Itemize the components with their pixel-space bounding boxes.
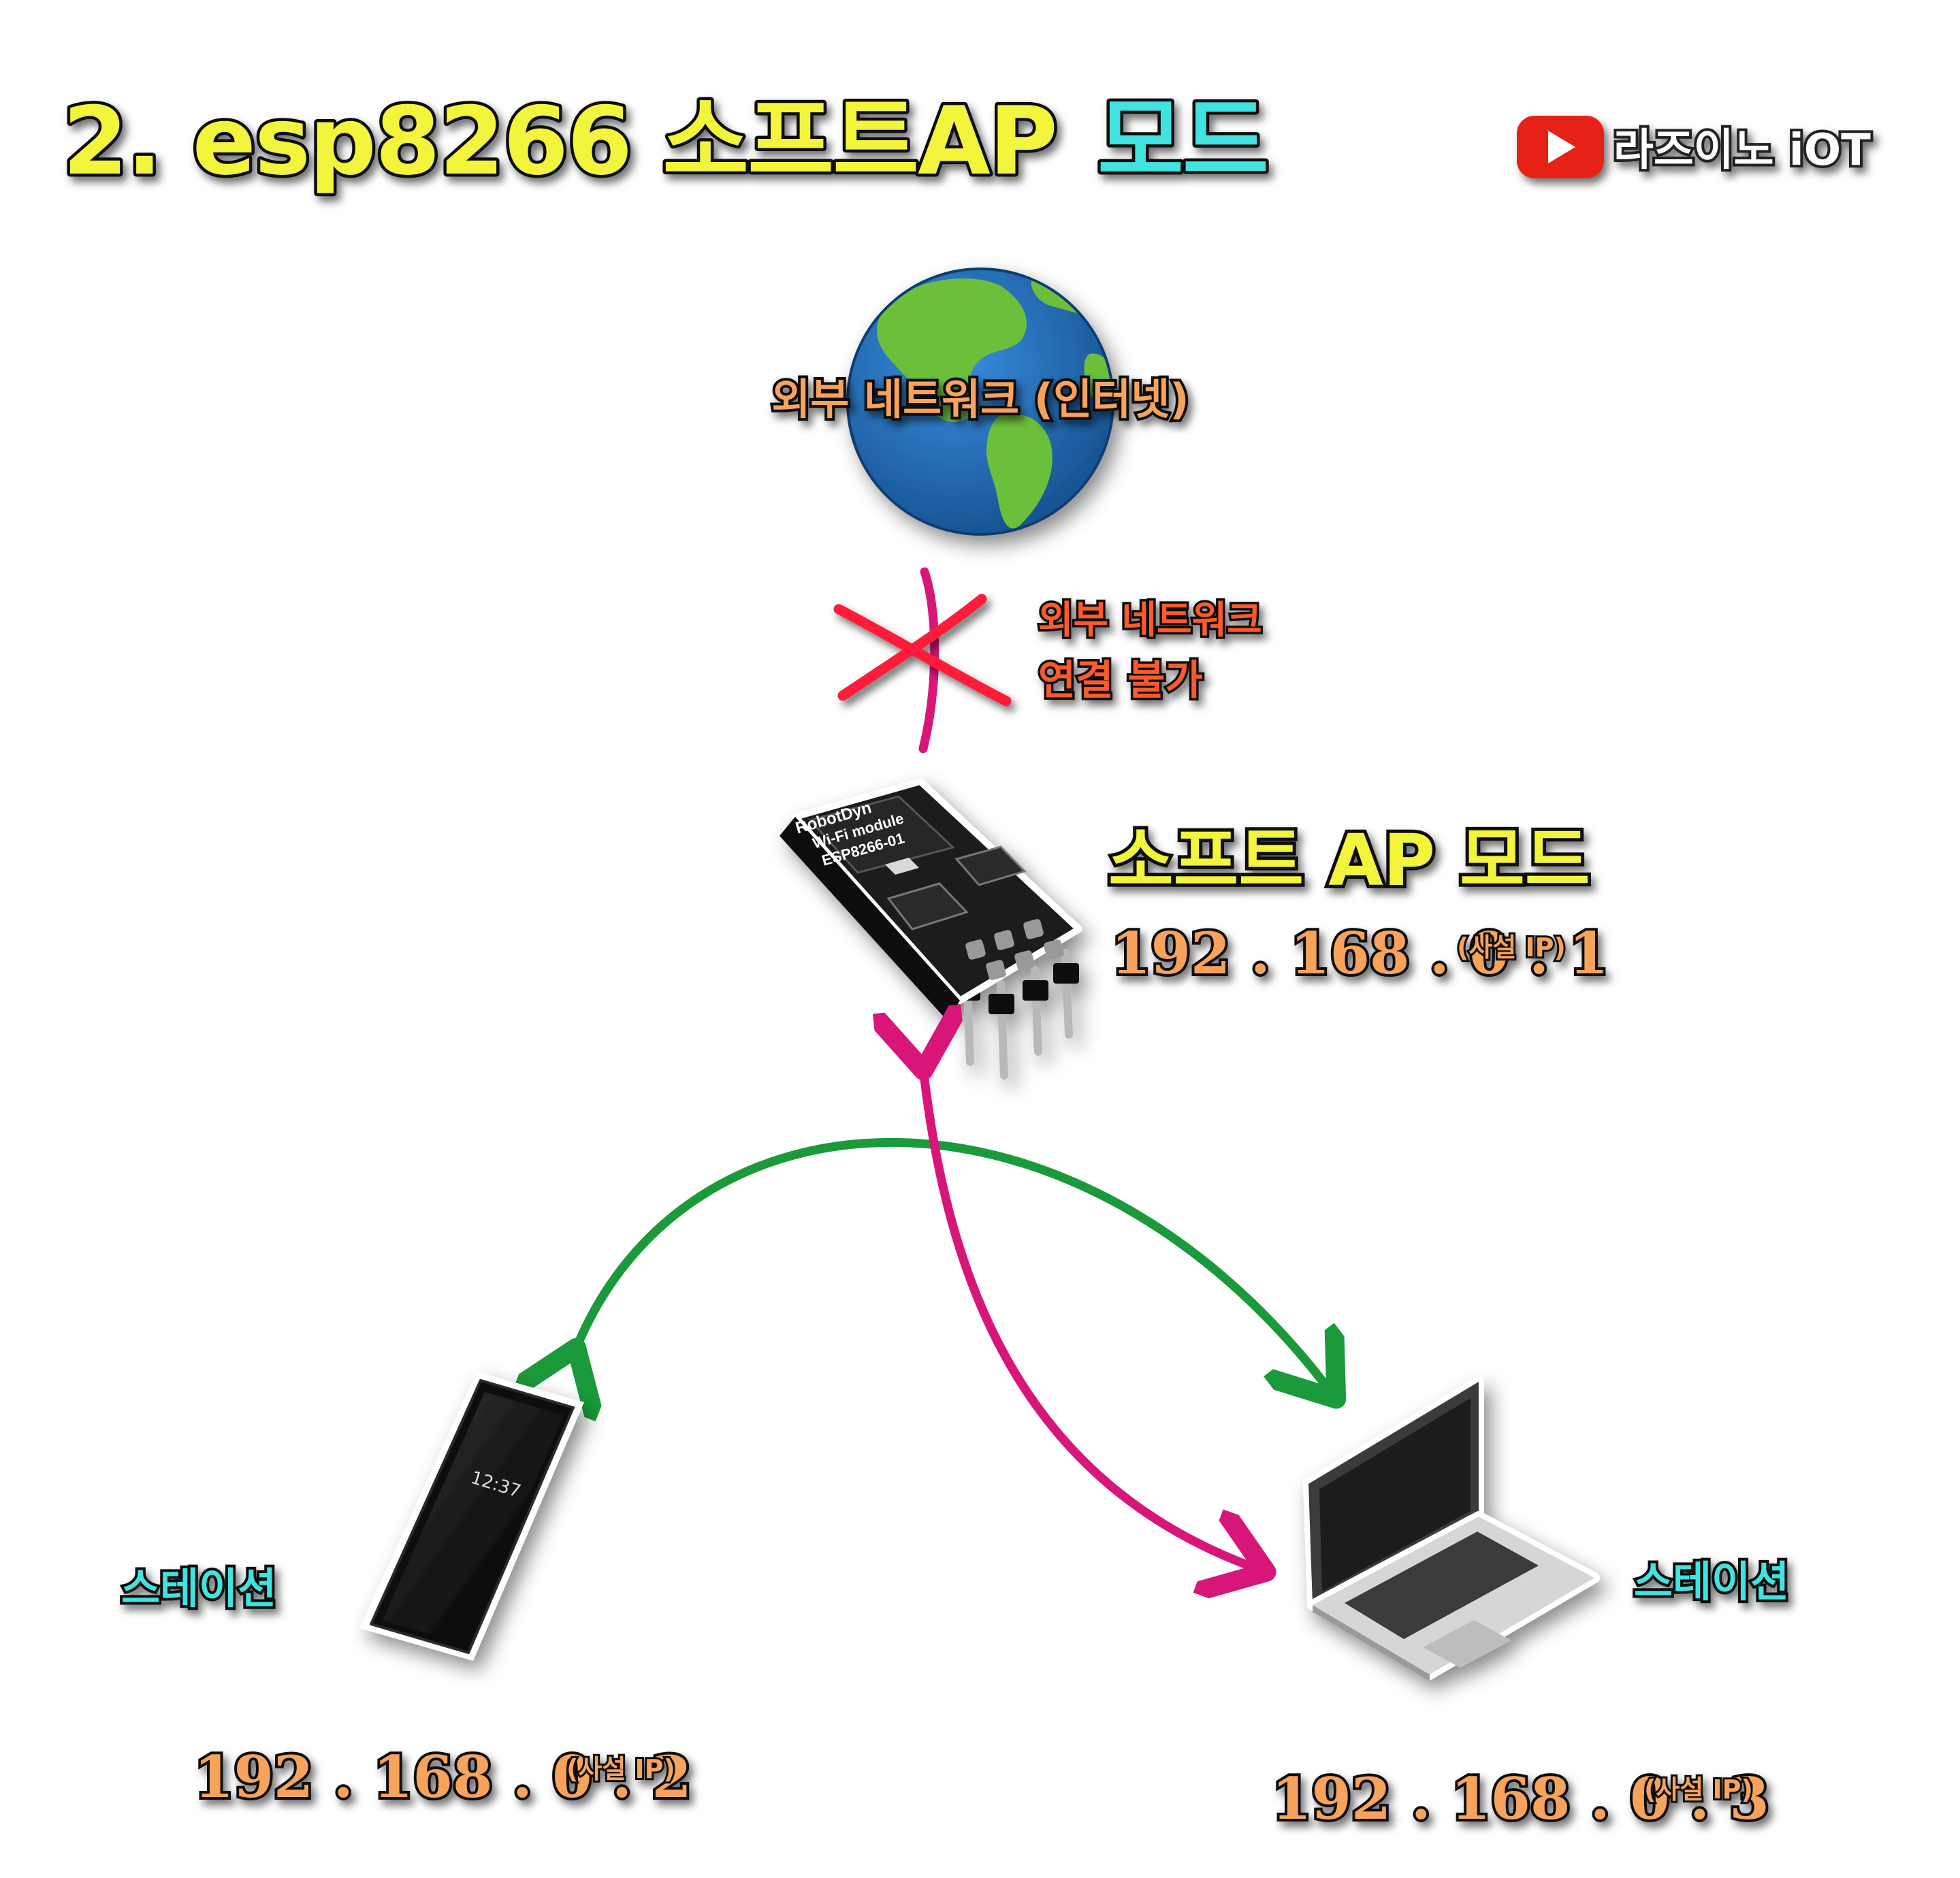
blocked-link-line bbox=[918, 567, 939, 754]
laptop-image bbox=[1303, 1376, 1600, 1681]
green-arrow-phone-laptop bbox=[573, 1137, 1331, 1392]
laptop-ip-note: (사설 IP) bbox=[1644, 1775, 1753, 1804]
module-mode-label: 소프트 AP 모드 bbox=[1108, 819, 1590, 902]
blocked-line1: 외부 네트워크 bbox=[1038, 598, 1262, 643]
globe-icon bbox=[846, 268, 1114, 536]
blocked-text: 외부 네트워크 연결 불가 bbox=[1036, 596, 1265, 707]
laptop-ip: 192 . 168 . 0 . 3 bbox=[1272, 1765, 1769, 1832]
module-ip: 192 . 168 . 0 . 1 bbox=[1111, 920, 1609, 987]
page-title: 2. esp8266 소프트AP 모드 bbox=[60, 84, 1272, 199]
magenta-arrow-module-laptop bbox=[922, 1062, 1258, 1569]
laptop-station-label: 스테이션 bbox=[1634, 1557, 1789, 1606]
youtube-play-icon bbox=[1517, 116, 1604, 178]
blocked-line2: 연결 불가 bbox=[1038, 657, 1203, 705]
title-prefix: 2. esp8266 bbox=[63, 86, 662, 196]
title-middle: 소프트AP bbox=[662, 86, 1057, 196]
phone-station-label: 스테이션 bbox=[121, 1564, 276, 1613]
title-suffix: 모드 bbox=[1097, 86, 1268, 196]
internet-label: 외부 네트워크 (인터넷) bbox=[771, 374, 1189, 424]
phone-ip: 192 . 168 . 0 . 2 bbox=[194, 1743, 692, 1811]
channel-badge: 라즈이노 iOT bbox=[1517, 116, 1874, 178]
channel-name: 라즈이노 iOT bbox=[1613, 125, 1871, 176]
module-ip-note: (사설 IP) bbox=[1457, 933, 1566, 962]
smartphone-image: 12:37 bbox=[359, 1372, 584, 1661]
phone-ip-note: (사설 IP) bbox=[566, 1754, 675, 1784]
blocked-x-icon bbox=[833, 594, 1012, 707]
esp8266-module-image: RobotDyn Wi-Fi module ESP8266-01 bbox=[780, 778, 1082, 1080]
